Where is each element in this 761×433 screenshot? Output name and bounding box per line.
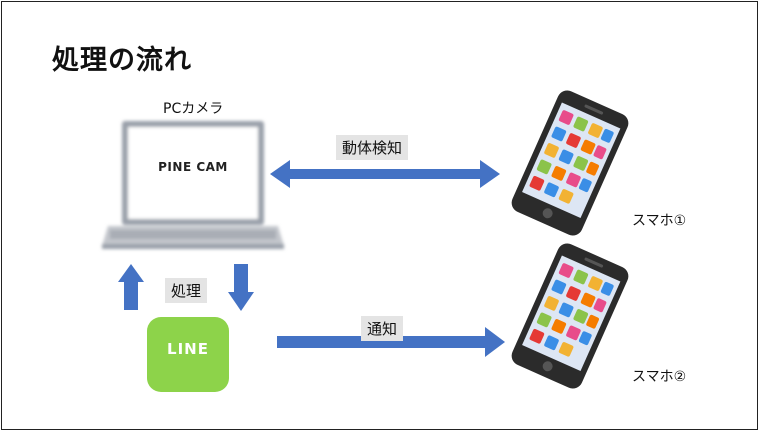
laptop-screen-text: PINE CAM	[158, 160, 228, 174]
smartphone-2-icon	[511, 243, 629, 389]
down-arrow-icon	[228, 264, 254, 311]
double-arrow-icon	[270, 160, 500, 188]
up-arrow-icon	[118, 264, 144, 310]
smartphone-2-label: スマホ②	[632, 369, 687, 385]
smartphone-1-icon	[511, 90, 629, 236]
notify-label: 通知	[361, 316, 404, 341]
page-title: 処理の流れ	[52, 45, 192, 76]
process-label: 処理	[165, 278, 208, 303]
motion-detect-label: 動体検知	[336, 135, 409, 160]
right-arrow-icon	[277, 327, 505, 357]
smartphone-1-label: スマホ①	[632, 213, 687, 229]
pc-camera-label: PCカメラ	[163, 101, 224, 117]
line-logo-text: LINE	[167, 340, 209, 358]
